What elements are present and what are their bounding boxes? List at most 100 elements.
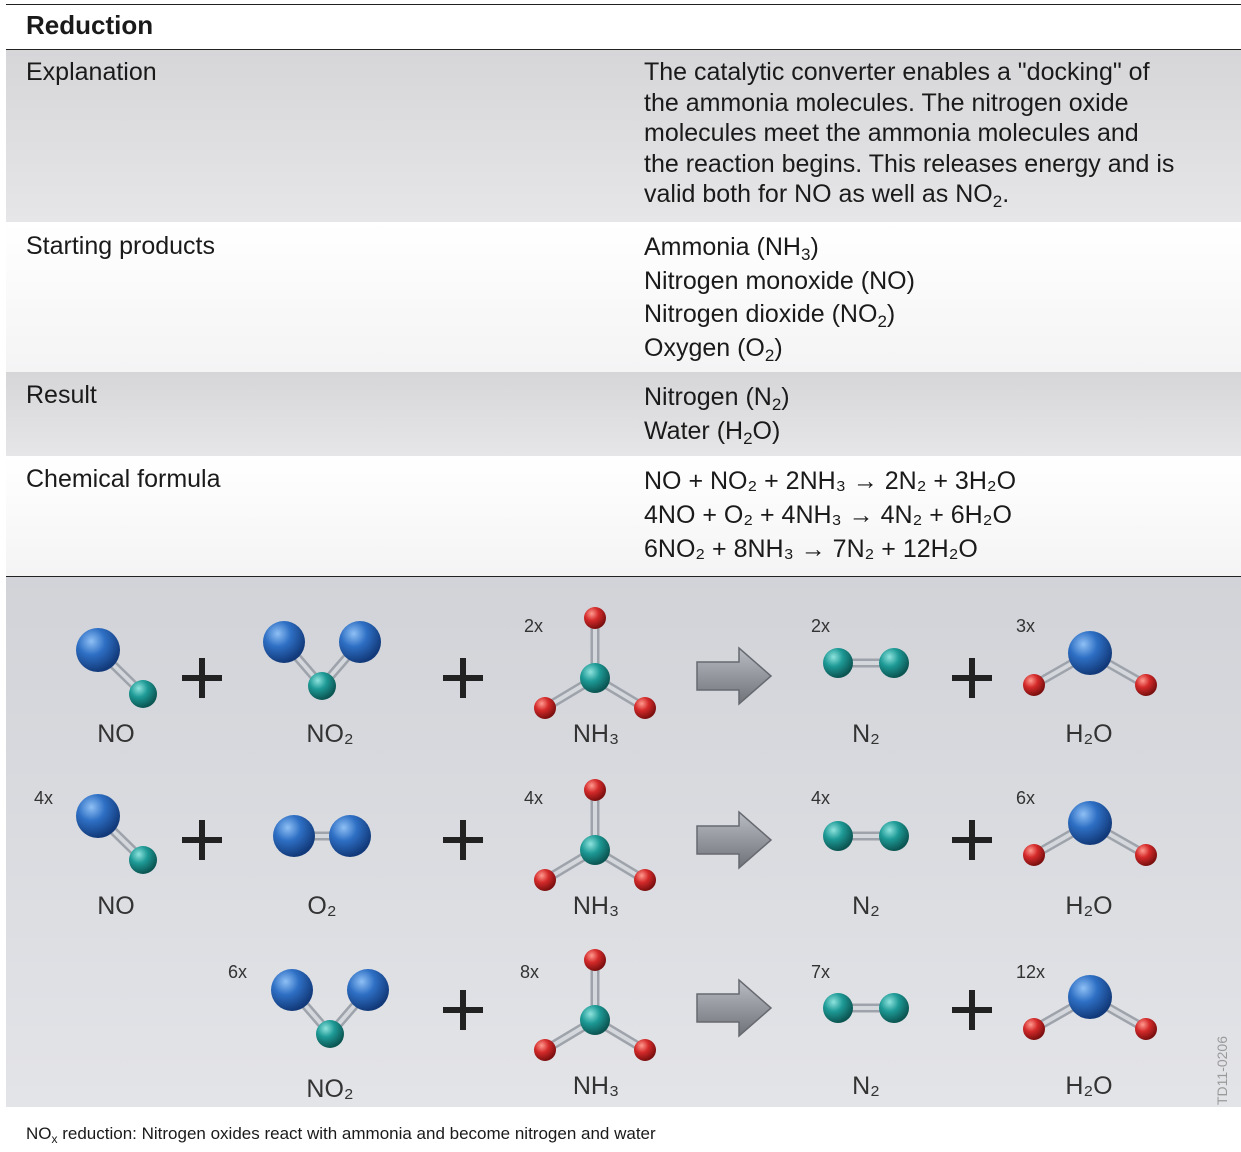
hydrogen-atom [584,607,606,629]
molecule-label: NO [97,892,135,920]
multiplier-label: 12x [1016,962,1045,982]
caption-sub: x [51,1132,58,1146]
formula-line: 6NO₂ + 8NH₃ → 7N₂ + 12H₂O [644,535,978,563]
plus-sign [443,658,483,698]
multiplier-label: 6x [228,962,247,982]
nitrogen-atom [879,821,909,851]
molecule-label: N₂ [852,892,880,920]
nitrogen-atom [879,993,909,1023]
table-row-chemical-formula: Chemical formula NO + NO₂ + 2NH₃ → 2N₂ +… [6,456,1241,576]
multiplier-label: 4x [524,788,543,808]
reaction-arrow [696,646,773,706]
molecule-label: NH₃ [573,1072,619,1100]
product-item: Nitrogen monoxide (NO) [644,266,915,295]
row-label-starting-products: Starting products [26,232,215,260]
molecule-label: NO₂ [306,720,353,748]
product-item: Ammonia (NH3) [644,233,819,264]
multiplier-label: 8x [520,962,539,982]
product-item: Nitrogen dioxide (NO2) [644,300,896,331]
plus-sign [182,658,222,698]
multiplier-label: 4x [34,788,53,808]
explanation-line: molecules meet the ammonia molecules and [644,119,1139,147]
explanation-line: valid both for NO as well as NO2. [644,179,1233,210]
oxygen-atom [339,621,381,663]
molecule-label: H₂O [1065,892,1112,920]
molecule-label: O₂ [307,892,336,920]
oxygen-atom [273,815,315,857]
formula-line: NO + NO₂ + 2NH₃ → 2N₂ + 3H₂O [644,467,1017,495]
explanation-last-text: valid both for NO as well as NO [644,180,993,208]
multiplier-label: 4x [811,788,830,808]
nitrogen-atom [823,648,853,678]
nitrogen-atom [316,1020,344,1048]
caption-prefix: NO [26,1124,52,1143]
table-top-rule [6,4,1241,5]
caption-text: reduction: Nitrogen oxides react with am… [57,1124,656,1143]
nitrogen-atom [129,846,157,874]
hydrogen-atom [1023,844,1045,866]
hydrogen-atom [584,779,606,801]
table-row-result: Result Nitrogen (N2) Water (H2O) [6,372,1241,456]
hydrogen-atom [1023,1018,1045,1040]
table-row-explanation: Explanation The catalytic converter enab… [6,50,1241,222]
caption-rule [6,1109,1241,1111]
nitrogen-atom [308,672,336,700]
multiplier-label: 7x [811,962,830,982]
molecule-label: NH₃ [573,720,619,748]
result-item: Nitrogen (N2) [644,383,790,414]
hydrogen-atom [634,1039,656,1061]
oxygen-atom [1068,801,1112,845]
table-title: Reduction [26,10,154,40]
reaction-arrow [696,810,773,870]
hydrogen-atom [1023,674,1045,696]
explanation-line: the reaction begins. This releases energ… [644,149,1175,178]
multiplier-label: 3x [1016,616,1035,636]
hydrogen-atom [584,949,606,971]
nitrogen-atom [823,821,853,851]
explanation-line: The catalytic converter enables a "docki… [644,58,1150,86]
oxygen-atom [1068,975,1112,1019]
row-label-result: Result [26,381,97,409]
row-label-explanation: Explanation [26,58,157,86]
molecule-label: NO₂ [306,1075,353,1103]
plus-sign [952,820,992,860]
plus-sign [182,820,222,860]
oxygen-atom [263,621,305,663]
hydrogen-atom [1135,674,1157,696]
multiplier-label: 2x [524,616,543,636]
oxygen-atom [329,815,371,857]
plus-sign [952,990,992,1030]
result-item: Water (H2O) [644,417,781,448]
figure-code: TD11-0206 [1214,1036,1230,1105]
hydrogen-atom [1135,1018,1157,1040]
table-title-rule [6,49,1241,50]
oxygen-atom [76,794,120,838]
formula-line: 4NO + O₂ + 4NH₃ → 4N₂ + 6H₂O [644,501,1012,529]
explanation-last-suffix: . [1002,180,1010,208]
molecule-label: NO [97,720,135,748]
molecule-label: NH₃ [573,892,619,920]
product-item: Oxygen (O2) [644,333,783,365]
table-bottom-rule [6,576,1241,577]
table-row-starting-products: Starting products Ammonia (NH3) Nitrogen… [6,222,1241,372]
nitrogen-atom [580,663,610,693]
explanation-last-sub: 2 [992,192,1003,211]
hydrogen-atom [534,1039,556,1061]
oxygen-atom [271,969,313,1011]
row-value-result: Nitrogen (N2) Water (H2O) [644,380,1233,448]
molecule-label: H₂O [1065,1072,1112,1100]
plus-sign [443,990,483,1030]
row-value-chemical-formula: NO + NO₂ + 2NH₃ → 2N₂ + 3H₂O 4NO + O₂ + … [644,464,1233,566]
oxygen-atom [1068,631,1112,675]
row-value-explanation: The catalytic converter enables a "docki… [644,57,1233,210]
hydrogen-atom [1135,844,1157,866]
hydrogen-atom [534,697,556,719]
molecule-label: N₂ [852,720,880,748]
multiplier-label: 6x [1016,788,1035,808]
multiplier-label: 2x [811,616,830,636]
hydrogen-atom [634,697,656,719]
row-label-chemical-formula: Chemical formula [26,465,221,493]
figure-caption: NOx reduction: Nitrogen oxides react wit… [26,1124,656,1146]
nitrogen-atom [580,1005,610,1035]
